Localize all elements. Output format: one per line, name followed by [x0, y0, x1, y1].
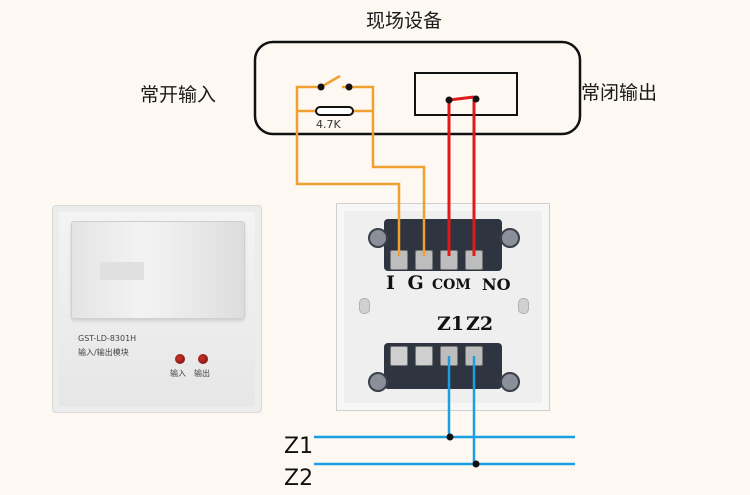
normally-open-input-label: 常开输入	[140, 84, 217, 106]
input-wires	[295, 85, 426, 256]
terminal-blank	[415, 346, 433, 366]
output-contact-box	[414, 72, 518, 116]
input-led-icon	[175, 354, 185, 364]
switch-contact-icon	[317, 83, 325, 91]
switch-contact-icon	[345, 83, 353, 91]
bus-junction-icon	[472, 460, 480, 468]
output-wires	[447, 95, 476, 256]
terminal-label-no: NO	[482, 275, 511, 294]
terminal-label-z2: Z2	[466, 313, 494, 335]
mount-hole-left	[359, 298, 370, 314]
relay-contact-icon	[472, 95, 480, 103]
io-module-photo: GST-LD-8301H 输入/输出模块 输入 输出	[52, 205, 262, 413]
bus-label-z1: Z1	[284, 434, 314, 459]
terminal-label-com: COM	[432, 277, 471, 293]
screw-icon	[500, 372, 520, 392]
bus-junction-icon	[446, 433, 454, 441]
screw-icon	[368, 372, 388, 392]
resistor-value: 4.7K	[316, 118, 341, 131]
screw-icon	[368, 228, 388, 248]
module-slot	[100, 262, 144, 280]
module-model: GST-LD-8301H	[78, 334, 137, 343]
field-device-title: 现场设备	[366, 10, 443, 32]
relay-contact-icon	[445, 96, 453, 104]
mount-hole-right	[518, 298, 529, 314]
input-led-label: 输入	[170, 369, 186, 378]
screw-icon	[500, 228, 520, 248]
module-description: 输入/输出模块	[78, 348, 129, 357]
resistor-icon	[315, 106, 354, 116]
module-cover	[71, 221, 245, 319]
terminal-label-z1: Z1	[437, 313, 465, 335]
terminal-label-ig: I G	[386, 272, 427, 294]
terminal-blank	[390, 346, 408, 366]
bus-label-z2: Z2	[284, 466, 314, 491]
switch-lever-icon	[320, 74, 341, 89]
field-device-box	[253, 40, 582, 136]
normally-closed-output-label: 常闭输出	[581, 82, 658, 104]
bus-wires	[314, 356, 575, 466]
output-led-icon	[198, 354, 208, 364]
output-led-label: 输出	[194, 369, 210, 378]
